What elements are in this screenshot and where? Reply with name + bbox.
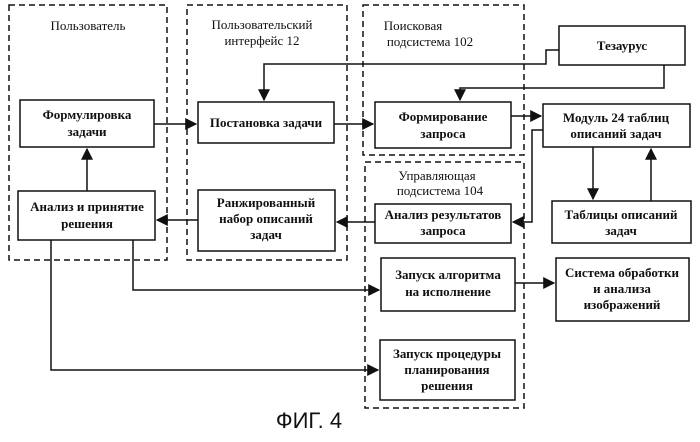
group-ui-label-line2: интерфейс 12 — [224, 33, 299, 48]
svg-text:Постановка задачи: Постановка задачи — [210, 115, 323, 130]
svg-text:решения: решения — [61, 216, 113, 231]
svg-text:Запуск алгоритма: Запуск алгоритма — [395, 267, 501, 282]
svg-text:на исполнение: на исполнение — [405, 284, 491, 299]
svg-text:запроса: запроса — [420, 126, 466, 141]
group-ui-label-line1: Пользовательский — [212, 17, 313, 32]
svg-text:планирования: планирования — [404, 362, 489, 377]
box-run-algorithm: Запуск алгоритма на исполнение — [381, 258, 515, 311]
svg-text:и анализа: и анализа — [593, 281, 651, 296]
arrow-thesaurus-to-query-forming — [460, 65, 664, 100]
svg-text:Система обработки: Система обработки — [565, 265, 680, 280]
box-thesaurus: Тезаурус — [559, 26, 685, 65]
group-search-label-line1: Поисковая — [384, 18, 443, 33]
box-planning: Запуск процедуры планирования решения — [380, 340, 515, 400]
svg-text:Модуль 24 таблиц: Модуль 24 таблиц — [563, 110, 670, 125]
box-image-system: Система обработки и анализа изображений — [556, 258, 689, 321]
svg-text:описаний задач: описаний задач — [570, 126, 661, 141]
group-control-label-line1: Управляющая — [398, 168, 475, 183]
svg-text:Анализ результатов: Анализ результатов — [385, 207, 502, 222]
box-query-results: Анализ результатов запроса — [375, 204, 511, 243]
box-ranked-set: Ранжированный набор описаний задач — [198, 190, 335, 251]
svg-text:Таблицы описаний: Таблицы описаний — [564, 207, 678, 222]
group-user-label: Пользователь — [51, 18, 126, 33]
arrow-module24-to-query-results — [513, 130, 543, 222]
svg-text:Ранжированный: Ранжированный — [217, 195, 316, 210]
svg-text:Формирование: Формирование — [399, 109, 488, 124]
svg-text:набор описаний: набор описаний — [219, 211, 313, 226]
box-module-24: Модуль 24 таблиц описаний задач — [543, 104, 690, 147]
box-task-tables: Таблицы описаний задач — [552, 201, 691, 243]
svg-text:задач: задач — [605, 223, 637, 238]
svg-text:Запуск процедуры: Запуск процедуры — [393, 346, 501, 361]
box-task-setting: Постановка задачи — [198, 102, 334, 143]
box-query-forming: Формирование запроса — [375, 102, 511, 148]
svg-text:решения: решения — [421, 378, 473, 393]
svg-text:задач: задач — [250, 227, 282, 242]
group-control-label-line2: подсистема 104 — [397, 183, 484, 198]
box-formulate-task: Формулировка задачи — [20, 100, 154, 147]
arrow-thesaurus-to-task-setting — [264, 50, 559, 100]
box-analysis-decision: Анализ и принятие решения — [18, 191, 155, 240]
svg-text:Формулировка: Формулировка — [43, 107, 132, 122]
group-search-label-line2: подсистема 102 — [387, 34, 473, 49]
figure-caption: ФИГ. 4 — [276, 408, 342, 433]
svg-text:изображений: изображений — [584, 297, 661, 312]
svg-text:запроса: запроса — [420, 223, 466, 238]
svg-text:Анализ и принятие: Анализ и принятие — [30, 199, 144, 214]
svg-text:Тезаурус: Тезаурус — [597, 38, 648, 53]
svg-text:задачи: задачи — [67, 124, 107, 139]
